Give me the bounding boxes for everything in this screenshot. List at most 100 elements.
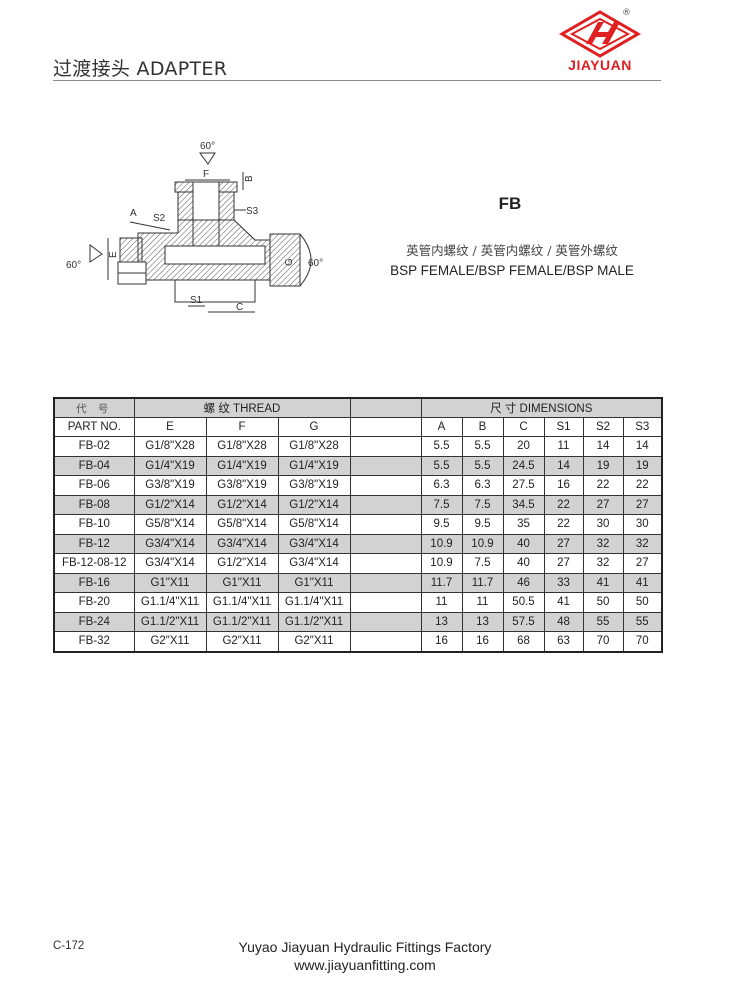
table-cell: 5.5 [461, 455, 504, 476]
table-cell [349, 475, 422, 496]
column-header: B [461, 417, 504, 437]
column-header: E [133, 417, 207, 437]
column-header: C [502, 417, 545, 437]
table-cell: 48 [543, 611, 584, 632]
part-number-cell: FB-12-08-12 [53, 553, 135, 574]
company-name: Yuyao Jiayuan Hydraulic Fittings Factory [238, 939, 492, 955]
table-cell: 27 [543, 553, 584, 574]
table-cell: 55 [622, 611, 663, 632]
table-cell: G3/4"X14 [205, 533, 279, 554]
table-cell: 68 [502, 631, 545, 652]
table-cell: 63 [543, 631, 584, 652]
brand-name: JIAYUAN [568, 57, 632, 73]
table-cell: 22 [622, 475, 663, 496]
table-cell: 10.9 [461, 533, 504, 554]
dim-e-label: E [108, 251, 119, 258]
table-cell: 32 [582, 553, 624, 574]
table-cell: 32 [622, 533, 663, 554]
table-cell: 27 [582, 494, 624, 515]
dim-g-label: G [284, 258, 295, 266]
table-cell: 20 [502, 436, 545, 457]
table-cell: 19 [582, 455, 624, 476]
table-cell: 27 [622, 553, 663, 574]
dim-c-label: C [236, 302, 243, 313]
model-code: FB [498, 194, 522, 213]
table-cell: 6.3 [461, 475, 504, 496]
table-cell: G3/8"X19 [133, 475, 207, 496]
table-cell: 27.5 [502, 475, 545, 496]
table-cell: G1/4"X19 [277, 455, 351, 476]
group-header-thread: 螺 纹 THREAD [133, 397, 351, 418]
table-cell: 22 [582, 475, 624, 496]
table-group-header: 代 号 螺 纹 THREAD 尺 寸 DIMENSIONS [53, 397, 663, 418]
table-cell: 5.5 [420, 436, 463, 457]
table-cell: 70 [582, 631, 624, 652]
part-number-cell: FB-08 [53, 494, 135, 515]
table-cell: 32 [582, 533, 624, 554]
table-cell: 33 [543, 572, 584, 593]
column-header: PART NO. [53, 417, 135, 437]
table-cell: 70 [622, 631, 663, 652]
table-cell: 9.5 [420, 514, 463, 535]
part-number-cell: FB-24 [53, 611, 135, 632]
table-cell: G1/8"X28 [205, 436, 279, 457]
table-cell: G1.1/4"X11 [133, 592, 207, 613]
part-number-cell: FB-12 [53, 533, 135, 554]
table-cell: 41 [543, 592, 584, 613]
table-cell: 11 [420, 592, 463, 613]
brand-logo: ® JIAYUAN [558, 8, 662, 78]
table-cell [349, 631, 422, 652]
table-cell: 10.9 [420, 533, 463, 554]
table-cell: 55 [582, 611, 624, 632]
table-cell: 7.5 [461, 553, 504, 574]
column-header: S3 [622, 417, 663, 437]
table-cell: G1/4"X19 [205, 455, 279, 476]
column-header: G [277, 417, 351, 437]
table-cell: 13 [461, 611, 504, 632]
table-cell: G3/4"X14 [133, 533, 207, 554]
table-cell: 11.7 [461, 572, 504, 593]
table-cell [349, 533, 422, 554]
table-cell: 27 [543, 533, 584, 554]
table-cell: G1.1/2"X11 [277, 611, 351, 632]
page-title: 过渡接头 ADAPTER [53, 58, 228, 80]
table-cell: 50.5 [502, 592, 545, 613]
table-cell: 24.5 [502, 455, 545, 476]
dim-f-label: F [203, 169, 209, 180]
table-cell: 5.5 [420, 455, 463, 476]
table-cell: 10.9 [420, 553, 463, 574]
description-english: BSP FEMALE/BSP FEMALE/BSP MALE [390, 263, 634, 278]
table-cell: 7.5 [461, 494, 504, 515]
part-number-cell: FB-04 [53, 455, 135, 476]
table-cell: G3/4"X14 [133, 553, 207, 574]
table-cell: 11 [461, 592, 504, 613]
description-chinese: 英管内螺纹 / 英管内螺纹 / 英管外螺纹 [406, 243, 618, 258]
column-header: F [205, 417, 279, 437]
table-cell: 16 [461, 631, 504, 652]
table-cell: 11 [543, 436, 584, 457]
angle-left-label: 60° [66, 260, 81, 271]
table-cell: 14 [543, 455, 584, 476]
dim-a-label: A [130, 208, 137, 219]
table-cell: G2"X11 [205, 631, 279, 652]
table-cell: 22 [543, 494, 584, 515]
group-header-dimensions: 尺 寸 DIMENSIONS [420, 397, 663, 418]
table-cell [349, 514, 422, 535]
column-header: S1 [543, 417, 584, 437]
table-cell: 13 [420, 611, 463, 632]
registered-mark: ® [622, 8, 631, 18]
part-number-cell: FB-32 [53, 631, 135, 652]
table-cell: G3/8"X19 [205, 475, 279, 496]
table-cell: 7.5 [420, 494, 463, 515]
table-cell: G2"X11 [277, 631, 351, 652]
table-cell: G1"X11 [205, 572, 279, 593]
header-divider [53, 80, 661, 81]
table-cell: G5/8"X14 [277, 514, 351, 535]
table-cell: 22 [543, 514, 584, 535]
table-cell: G1.1/4"X11 [277, 592, 351, 613]
